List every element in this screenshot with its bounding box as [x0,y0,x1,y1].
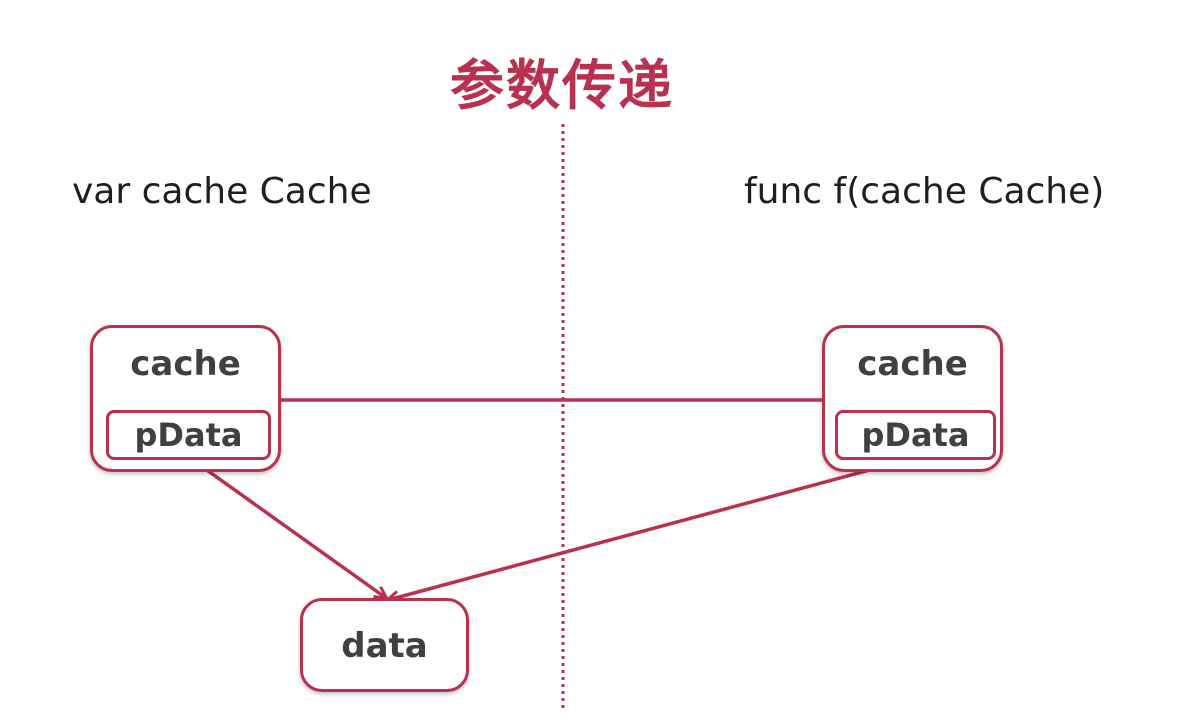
right-pdata-field: pData [835,410,996,460]
right-cache-label: cache [857,344,968,384]
left-cache-label: cache [130,344,241,384]
pointer-arrow-left [188,456,386,598]
pointer-arrow-right [388,456,915,600]
left-code-label: var cache Cache [72,171,372,212]
data-label: data [341,626,428,666]
right-code-label: func f(cache Cache) [744,171,1105,212]
right-cache-box: cache pData [822,325,1003,472]
left-pdata-field: pData [106,410,271,460]
left-cache-box: cache pData [90,325,281,472]
page-title: 参数传递 [450,54,674,117]
data-box: data [300,598,469,692]
